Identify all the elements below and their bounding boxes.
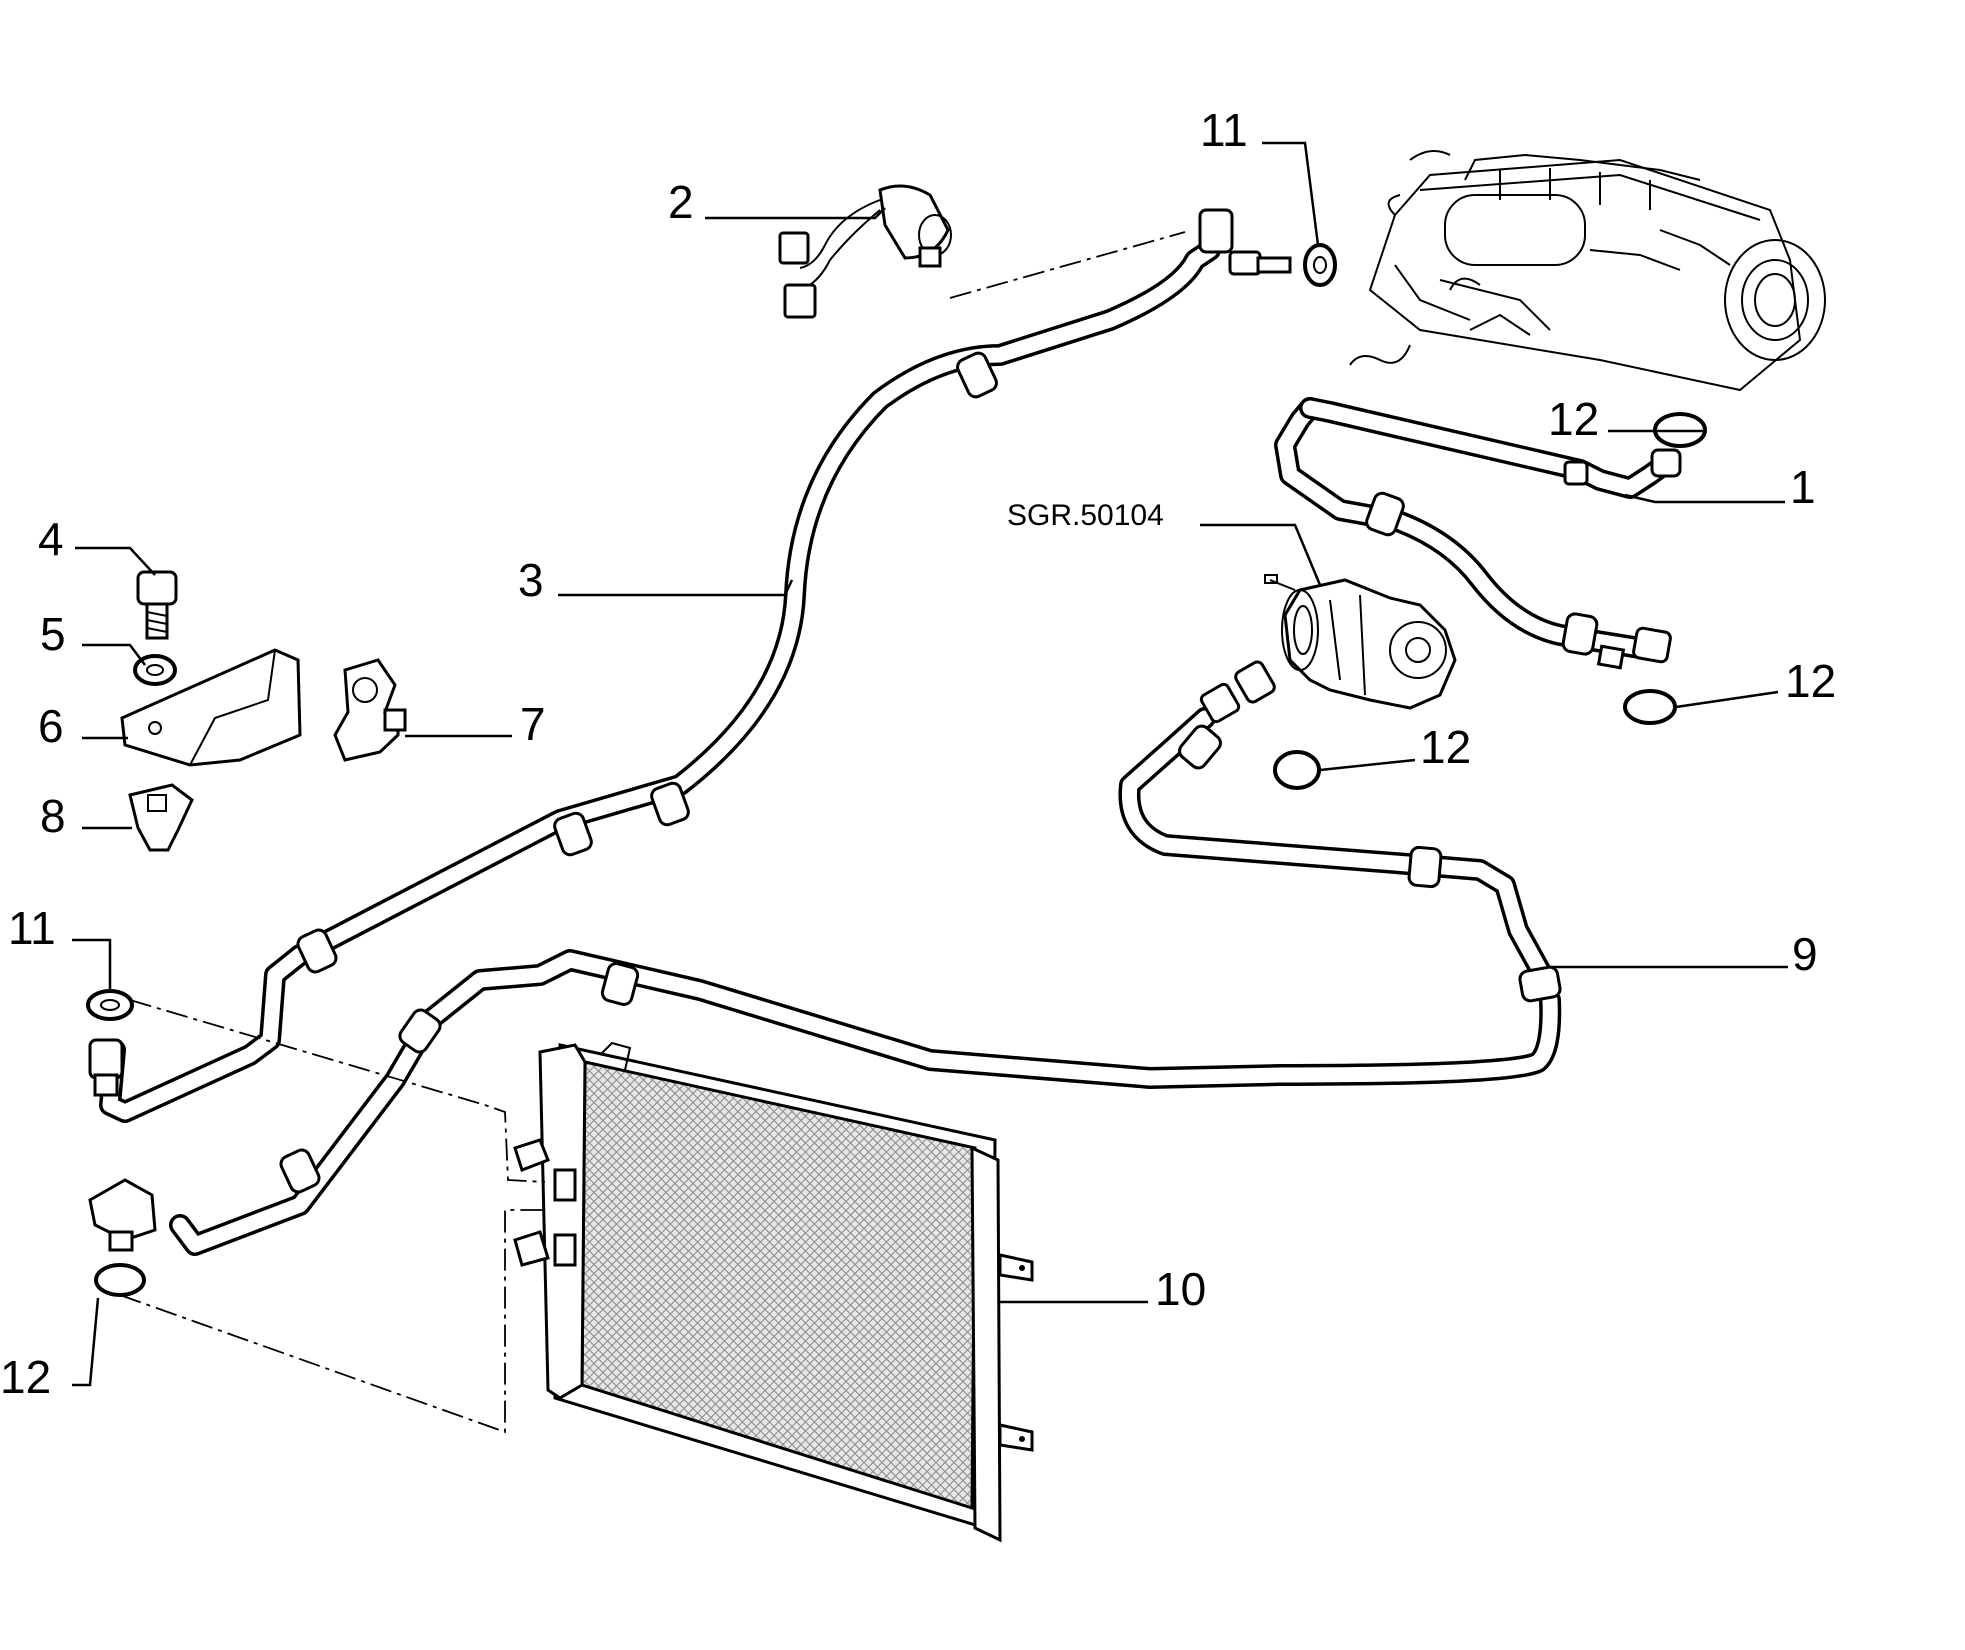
callout-12-right: 12 (1785, 655, 1836, 707)
callout-8: 8 (40, 790, 66, 842)
pipe-9 (169, 707, 1562, 1256)
callout-6: 6 (38, 700, 64, 752)
engine-block (1349, 150, 1826, 392)
pipe-fittings (88, 208, 1682, 1252)
seal-rings (86, 243, 1707, 1297)
compressor (1264, 574, 1457, 710)
callout-10: 10 (1155, 1263, 1206, 1315)
pipe-couplings (279, 351, 1599, 1194)
callout-1: 1 (1790, 461, 1816, 513)
leader-lines (72, 141, 1788, 1387)
callout-9: 9 (1792, 928, 1818, 980)
clip-7 (333, 658, 407, 762)
assembly-lines (119, 231, 1186, 1434)
callout-3: 3 (518, 554, 544, 606)
callout-12-mid: 12 (1420, 721, 1471, 773)
callout-7: 7 (520, 698, 546, 750)
callout-2: 2 (668, 176, 694, 228)
callout-12-top: 12 (1548, 393, 1599, 445)
callout-labels: 1 2 3 4 5 6 7 8 9 10 11 11 12 12 12 12 S… (0, 104, 1836, 1403)
condenser (513, 1041, 1034, 1543)
screw-4 (136, 570, 178, 640)
bracket-6 (120, 648, 302, 767)
clip-nut-8 (128, 783, 194, 852)
reference-code: SGR.50104 (1007, 499, 1164, 532)
pipe-3 (99, 239, 1221, 1123)
callout-11-top: 11 (1200, 104, 1248, 156)
callout-11-left: 11 (8, 902, 56, 954)
callout-5: 5 (40, 608, 66, 660)
callout-12-bottom: 12 (0, 1351, 51, 1403)
pressure-switch-2 (778, 184, 952, 319)
callout-4: 4 (38, 513, 64, 565)
